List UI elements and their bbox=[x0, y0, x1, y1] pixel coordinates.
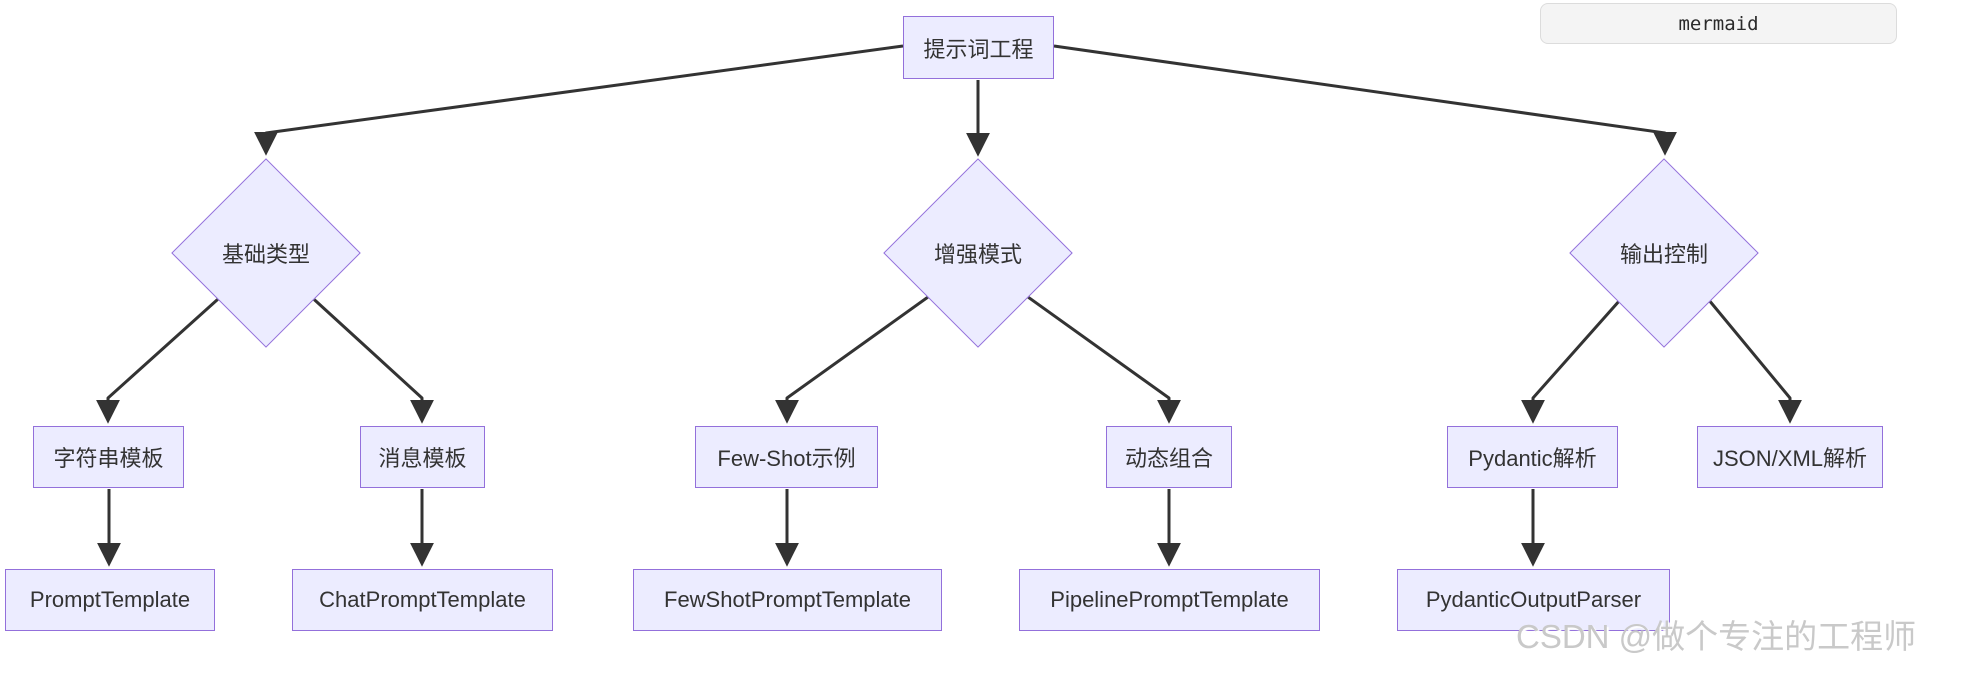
node-root: 提示词工程 bbox=[903, 16, 1054, 79]
diamond-enhance-label: 增强模式 bbox=[933, 242, 1022, 267]
node-pydantic-output-parser-label: PydanticOutputParser bbox=[1425, 587, 1642, 612]
node-string-template: 字符串模板 bbox=[33, 426, 184, 488]
node-chat-prompt-template-label: ChatPromptTemplate bbox=[319, 587, 526, 612]
node-prompt-template-label: PromptTemplate bbox=[29, 587, 191, 612]
node-chat-prompt-template: ChatPromptTemplate bbox=[292, 569, 553, 631]
edge-enhance-dynamic bbox=[1006, 280, 1181, 424]
edge-output-pydantic bbox=[1521, 281, 1638, 424]
edge-output-jsonxml bbox=[1692, 281, 1802, 424]
node-fewshot: Few-Shot示例 bbox=[695, 426, 878, 488]
node-pydantic: Pydantic解析 bbox=[1447, 426, 1618, 488]
node-message-template-label: 消息模板 bbox=[378, 446, 467, 471]
node-dynamic: 动态组合 bbox=[1106, 426, 1232, 488]
mermaid-badge: mermaid bbox=[1540, 3, 1897, 44]
node-dynamic-label: 动态组合 bbox=[1124, 446, 1213, 471]
node-string-template-label: 字符串模板 bbox=[53, 446, 164, 471]
node-fewshot-label: Few-Shot示例 bbox=[717, 446, 856, 471]
node-fewshot-prompt-template: FewShotPromptTemplate bbox=[633, 569, 942, 631]
node-pydantic-label: Pydantic解析 bbox=[1468, 446, 1597, 471]
node-root-label: 提示词工程 bbox=[923, 36, 1034, 62]
node-jsonxml: JSON/XML解析 bbox=[1697, 426, 1883, 488]
node-pipeline-prompt-template: PipelinePromptTemplate bbox=[1019, 569, 1320, 631]
diamond-basic-label: 基础类型 bbox=[221, 242, 310, 267]
edge-basic-message bbox=[293, 280, 434, 424]
edge-root-output bbox=[1053, 44, 1677, 156]
node-pydantic-output-parser: PydanticOutputParser bbox=[1397, 569, 1670, 631]
node-message-template: 消息模板 bbox=[360, 426, 485, 488]
edge-root-basic bbox=[254, 44, 904, 156]
node-jsonxml-label: JSON/XML解析 bbox=[1712, 446, 1868, 471]
node-fewshot-prompt-template-label: FewShotPromptTemplate bbox=[664, 587, 911, 612]
node-pipeline-prompt-template-label: PipelinePromptTemplate bbox=[1050, 587, 1289, 612]
mermaid-badge-label: mermaid bbox=[1678, 12, 1759, 35]
csdn-watermark: CSDN @做个专注的工程师 bbox=[1516, 618, 1917, 655]
edge-basic-string bbox=[96, 280, 239, 424]
node-prompt-template: PromptTemplate bbox=[5, 569, 215, 631]
edge-enhance-fewshot bbox=[775, 280, 950, 424]
diamond-output-label: 输出控制 bbox=[1619, 242, 1708, 267]
